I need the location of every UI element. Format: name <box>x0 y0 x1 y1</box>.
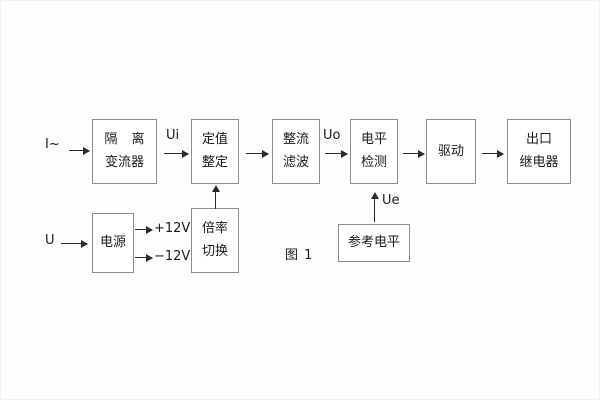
block-level-line-2: 检测 <box>360 155 387 170</box>
block-power-line-1: 电源 <box>99 235 126 251</box>
signal-ue-label: Ue <box>382 193 400 208</box>
arrow-input-current-to-isolation <box>69 146 90 155</box>
block-output-relay: 出口 继电器 <box>507 119 571 184</box>
block-level-line-1: 电平 <box>360 132 387 148</box>
block-rectify-filter: 整流 滤波 <box>272 119 320 184</box>
figure-caption: 图 1 <box>285 248 314 263</box>
block-setting-line-2: 整定 <box>201 155 228 170</box>
block-multiplier-line-1: 倍率 <box>201 221 228 237</box>
block-reference-level: 参考电平 <box>338 224 410 262</box>
arrow-level-to-driver <box>403 149 425 158</box>
block-isolation-line-2: 变流器 <box>104 155 144 170</box>
input-current-label: I~ <box>45 137 60 152</box>
block-isolation-transformer: 隔 离 变流器 <box>92 119 157 184</box>
block-isolation-line-1: 隔 离 <box>104 132 150 148</box>
supply-positive-label: +12V <box>154 221 191 236</box>
block-rectify-line-1: 整流 <box>282 132 309 148</box>
block-multiplier-line-2: 切换 <box>201 244 228 259</box>
arrow-rectify-to-level <box>325 149 348 158</box>
block-driver-line-1: 驱动 <box>437 143 464 159</box>
supply-negative-label: −12V <box>154 249 191 264</box>
block-reference-line-1: 参考电平 <box>347 235 400 251</box>
block-setting-line-1: 定值 <box>201 132 228 148</box>
arrow-power-positive <box>135 225 153 234</box>
block-output-line-1: 出口 <box>525 132 552 148</box>
signal-ui-label: Ui <box>166 128 180 143</box>
block-output-line-2: 继电器 <box>519 155 559 170</box>
arrow-input-voltage-to-power <box>61 239 88 248</box>
arrow-setting-to-rectify <box>246 149 269 158</box>
signal-uo-label: Uo <box>323 128 341 143</box>
block-level-detection: 电平 检测 <box>350 119 398 184</box>
block-driver: 驱动 <box>426 119 476 184</box>
arrow-driver-to-output <box>482 149 504 158</box>
arrow-power-negative <box>135 253 153 262</box>
block-multiplier-switch: 倍率 切换 <box>191 208 239 273</box>
arrow-reference-to-level <box>370 192 379 222</box>
input-voltage-label: U <box>45 233 55 248</box>
block-setting-value: 定值 整定 <box>191 119 239 184</box>
block-power-supply: 电源 <box>92 213 134 273</box>
block-rectify-line-2: 滤波 <box>282 155 309 170</box>
arrow-multiplier-to-setting <box>211 185 220 209</box>
arrow-isolation-to-setting <box>164 149 189 158</box>
